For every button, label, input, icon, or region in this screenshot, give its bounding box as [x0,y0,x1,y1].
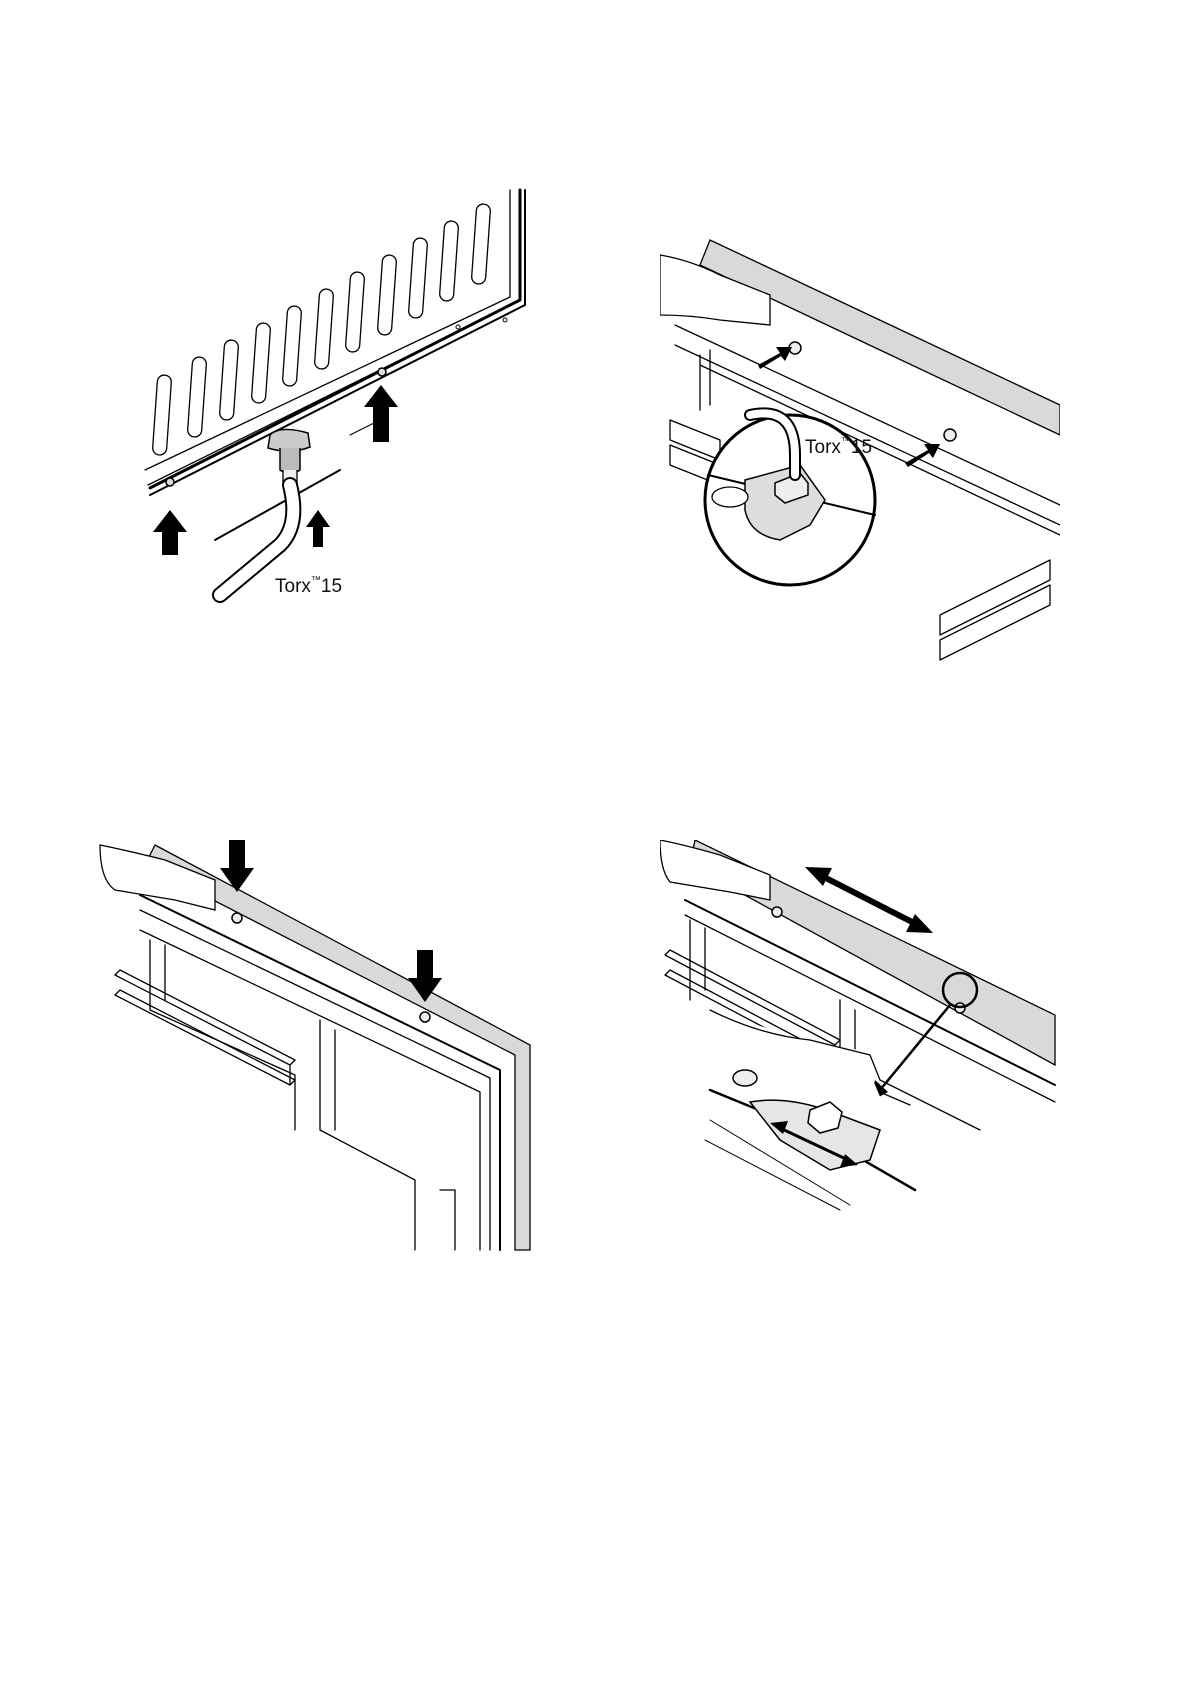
screw-icon [166,478,174,486]
figure-4-hinge-slide-adjust [660,840,1060,1320]
up-arrow-icon [364,385,398,442]
torx-label-1: Torx™15 [275,575,342,597]
figure-3-hinge-screws-down [95,840,535,1260]
figure-2-drawing: Torx™15 [660,235,1060,695]
figure-3-drawing [95,840,535,1260]
up-arrow-icon [153,510,187,555]
screw-icon [378,368,386,376]
screw-icon [944,429,956,441]
torx-label-2: Torx™15 [805,436,872,458]
figure-4-drawing [660,840,1060,1320]
up-arrow-icon [306,510,330,547]
figure-1-door-bottom-screws: Torx™15 [140,185,540,665]
adjust-detail [705,1010,980,1210]
figure-1-drawing: Torx™15 [140,185,540,665]
up-arrow-icon [758,347,792,369]
figure-2-hinge-torx-detail: Torx™15 [660,235,1060,695]
screw-icon [420,1012,430,1022]
screw-icon [772,907,782,917]
screw-icon [232,913,242,923]
